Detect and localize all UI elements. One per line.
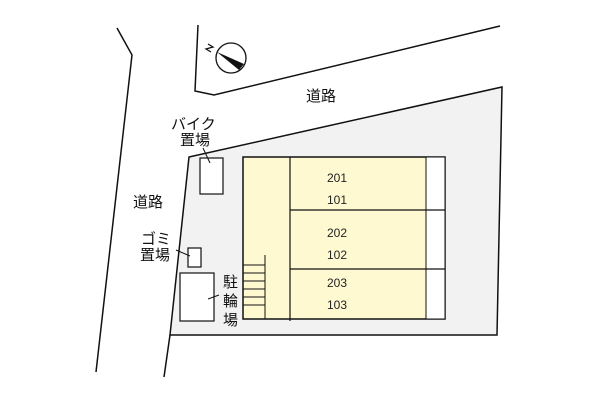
unit-201: 201	[326, 171, 348, 185]
unit-101: 101	[326, 193, 348, 207]
west-road-label: 道路	[133, 193, 164, 211]
staircase	[243, 255, 266, 319]
unit-row-3: 203 103	[290, 270, 384, 318]
bicycle-parking-area	[179, 272, 215, 322]
garbage-area	[187, 247, 202, 268]
unit-row-2: 202 102	[290, 220, 384, 268]
unit-103: 103	[326, 298, 348, 312]
unit-203: 203	[326, 276, 348, 290]
unit-102: 102	[326, 248, 348, 262]
unit-202: 202	[326, 226, 348, 240]
bicycle-parking-label: 駐輪場	[223, 273, 239, 329]
bike-parking-label-1: バイク	[171, 115, 216, 133]
unit-row-1: 201 101	[290, 165, 384, 213]
lot-edge-extension	[163, 334, 171, 378]
garbage-label-1: ゴミ	[141, 230, 172, 248]
north-arrow-icon	[204, 42, 247, 74]
bike-parking-label-2: 置場	[180, 131, 211, 149]
apartment-building	[242, 156, 446, 320]
garbage-label-2: 置場	[140, 246, 171, 264]
west-road-line	[95, 27, 133, 373]
north-road-line	[194, 24, 501, 96]
bike-parking-area	[199, 157, 224, 195]
north-road-label: 道路	[306, 87, 337, 105]
balcony-column	[425, 156, 446, 320]
